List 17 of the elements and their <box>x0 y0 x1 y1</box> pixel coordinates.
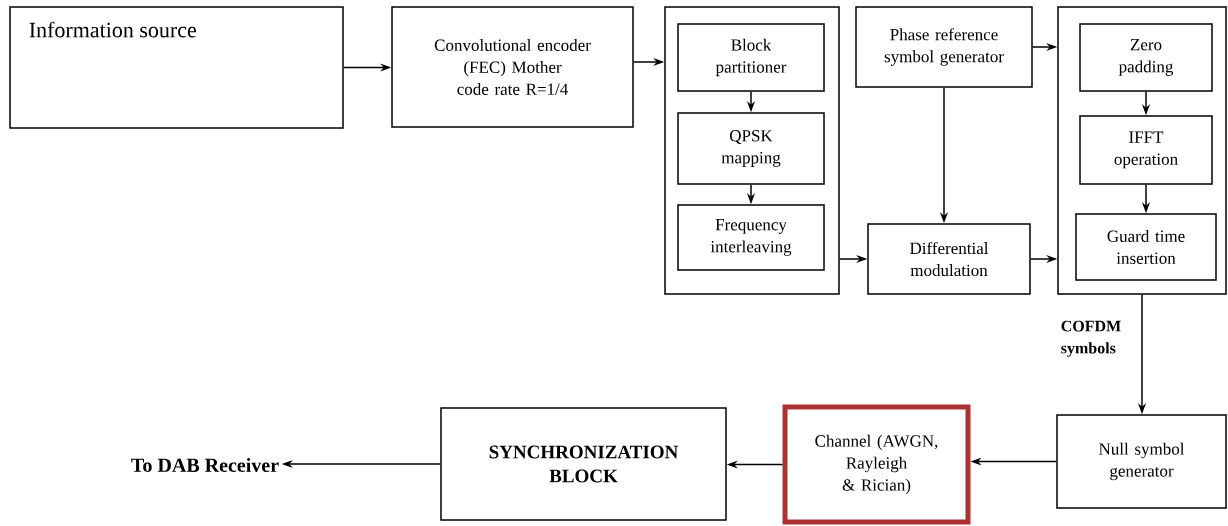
process-box: Phase reference symbol generator <box>855 6 1033 88</box>
process-box: SYNCHRONIZATION BLOCK <box>440 407 727 521</box>
process-box: Block partitioner <box>677 23 825 92</box>
channel-box: Channel (AWGN, Rayleigh & Rician) <box>782 404 971 525</box>
process-box: Null symbol generator <box>1056 414 1227 509</box>
group-frame <box>664 6 840 295</box>
source-box: Information source <box>9 6 344 129</box>
process-box: IFFT operation <box>1079 115 1213 185</box>
process-box: Differential modulation <box>867 223 1031 295</box>
process-box: Guard time insertion <box>1075 213 1217 281</box>
annotation-text: COFDM symbols <box>1061 320 1121 357</box>
destination-text: To DAB Receiver <box>131 457 279 472</box>
process-box: Frequency interleaving <box>677 204 825 271</box>
group-frame <box>1057 6 1227 295</box>
process-box: Convolutional encoder (FEC) Mother code rate R=1/4 <box>391 6 634 128</box>
process-box: Zero padding <box>1079 23 1213 92</box>
process-box: QPSK mapping <box>677 112 825 185</box>
